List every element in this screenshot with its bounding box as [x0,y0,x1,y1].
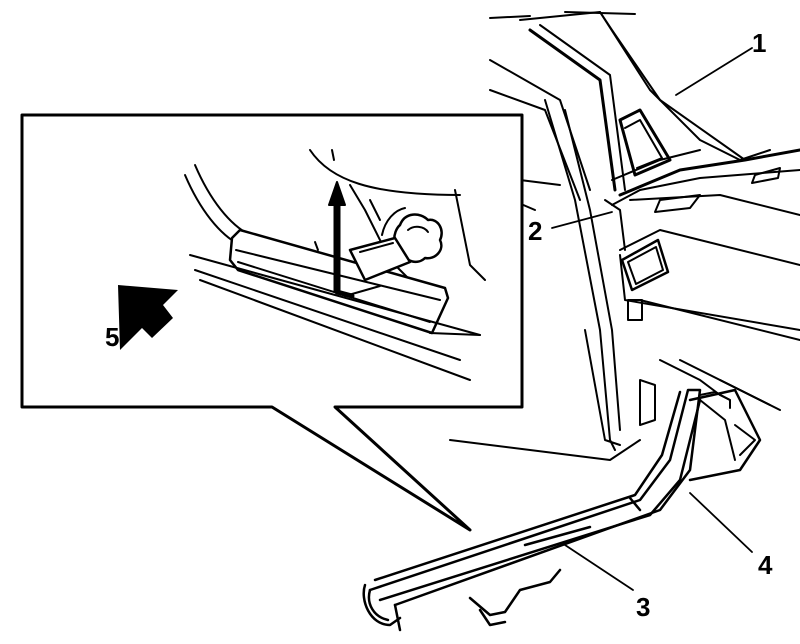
windshield-edge [489,59,591,201]
callout-2: 2 [528,216,542,246]
detail-inset [20,113,524,532]
callout-5: 5 [105,322,119,352]
callout-4: 4 [758,550,773,580]
air-vent [620,238,670,292]
callout-1: 1 [752,28,766,58]
forward-direction-arrow-icon [118,285,178,350]
dashboard [604,148,800,341]
sill-plate [362,388,731,632]
kick-panel [659,359,781,482]
side-switch [627,299,643,321]
callout-3: 3 [636,592,650,622]
inset-drawing [184,149,486,381]
a-pillar-trim [489,11,771,192]
leader-lines [551,47,753,591]
door-opening [449,99,656,461]
